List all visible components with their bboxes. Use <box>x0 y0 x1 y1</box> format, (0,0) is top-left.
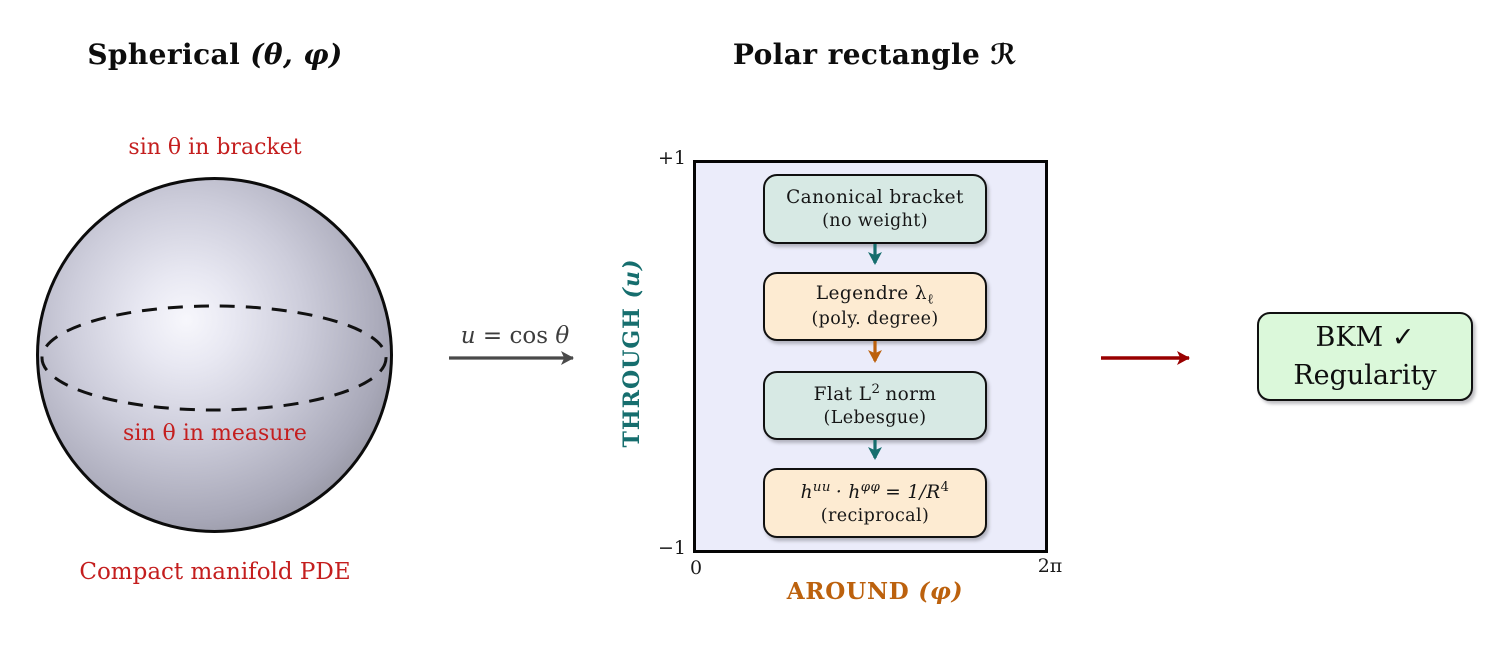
regularity-label: Regularity <box>1293 359 1437 391</box>
label-sin-theta-bracket: sin θ in bracket <box>128 135 302 160</box>
flow-box2-line2: (poly. degree) <box>811 309 939 330</box>
flow-box1-line2: (no weight) <box>822 210 928 231</box>
flow-box3-p2: norm <box>885 384 937 406</box>
x-axis-var: (φ) <box>918 578 964 605</box>
y-axis-var: (u) <box>619 258 645 299</box>
flow-box-legendre: Legendre λℓ (poly. degree) <box>763 272 987 341</box>
polar-title-main: Polar rectangle <box>732 38 981 71</box>
x-axis-name: AROUND <box>786 578 910 605</box>
flow-box4-p2: · h <box>835 481 861 503</box>
bkm-label: BKM <box>1315 321 1384 353</box>
x-tick-zero: 0 <box>690 557 703 579</box>
flow-box4-p1: h <box>800 481 813 503</box>
sphere <box>36 177 393 533</box>
sphere-equator-dashed-ellipse <box>40 304 388 412</box>
y-tick-plus-one: +1 <box>657 147 686 169</box>
spherical-title-main: Spherical <box>87 38 241 71</box>
x-tick-two-pi: 2π <box>1037 555 1063 577</box>
flow-box-canonical-bracket: Canonical bracket (no weight) <box>763 174 987 244</box>
flow-box3-sup1: 2 <box>871 382 881 398</box>
map-arrow <box>449 351 574 365</box>
result-arrow <box>1101 351 1190 365</box>
y-tick-minus-one: −1 <box>657 537 686 559</box>
flow-box4-line2: (reciprocal) <box>820 505 930 526</box>
checkmark-icon: ✓ <box>1391 321 1415 353</box>
x-axis-label: AROUND (φ) <box>675 578 1075 605</box>
flow-box4-sup2: φφ <box>860 479 881 495</box>
polar-rectangle-plot: Canonical bracket (no weight) Legendre λ… <box>693 160 1048 553</box>
flow-box2-sub: ℓ <box>927 291 935 308</box>
flow-box4-sup1: uu <box>812 479 831 495</box>
y-axis-name: THROUGH <box>619 307 645 448</box>
label-compact-manifold-pde: Compact manifold PDE <box>79 559 351 585</box>
flow-arrows <box>868 244 882 460</box>
polar-rectangle-title: Polar rectangle ℛ <box>675 38 1075 71</box>
spherical-title: Spherical (θ, φ) <box>15 38 415 71</box>
bkm-regularity-box: BKM ✓ Regularity <box>1257 312 1473 401</box>
map-label-fn: cos <box>509 323 549 349</box>
flow-box4-p3: = 1/R <box>885 481 941 503</box>
flow-box2-base: Legendre λ <box>815 282 928 304</box>
flow-box3-line2: (Lebesgue) <box>823 408 927 429</box>
map-label-pre: u = <box>460 323 503 349</box>
flow-box4-sup3: 4 <box>940 479 950 495</box>
flow-box3-p1: Flat L <box>813 384 872 406</box>
flow-box-reciprocal-metric: huu· hφφ= 1/R4 (reciprocal) <box>763 468 987 538</box>
spherical-title-coords: (θ, φ) <box>250 38 343 71</box>
polar-title-symbol: ℛ <box>990 38 1018 71</box>
label-sin-theta-measure: sin θ in measure <box>123 421 307 446</box>
map-label-var: θ <box>555 323 570 349</box>
y-axis-label: THROUGH (u) <box>619 259 645 448</box>
flow-box1-line1: Canonical bracket <box>786 186 964 208</box>
map-arrow-label: u = cos θ <box>430 323 600 349</box>
